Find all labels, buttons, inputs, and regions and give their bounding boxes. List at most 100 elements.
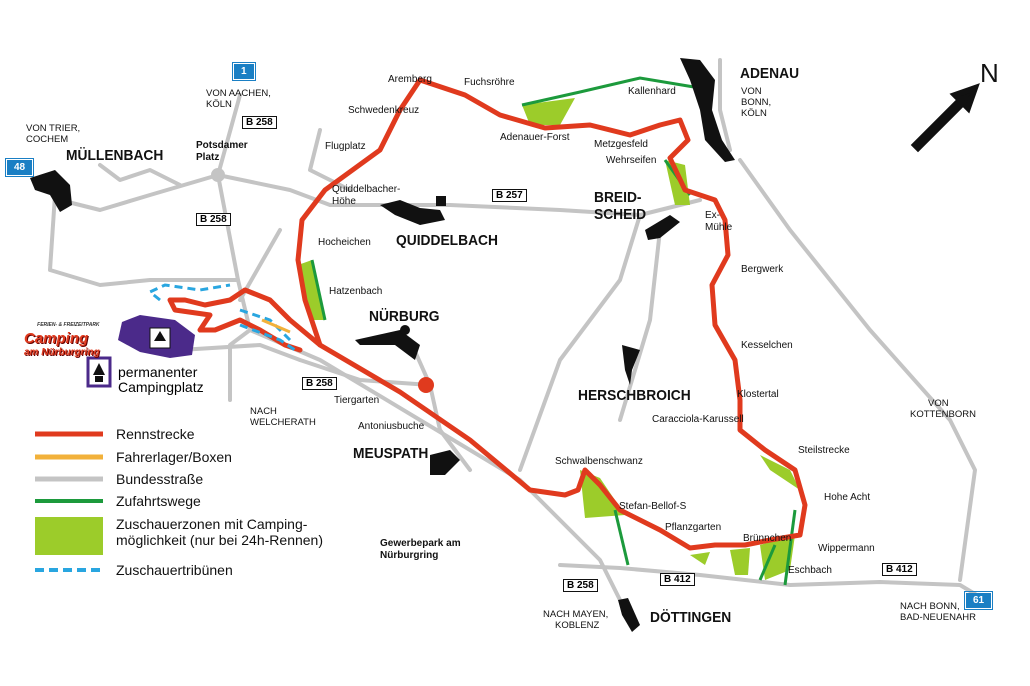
roads <box>48 58 987 622</box>
direction-label: KÖLN <box>741 108 767 119</box>
town-herschbroich: HERSCHBROICH <box>578 387 691 404</box>
place-label: Bergwerk <box>741 264 784 275</box>
legend-label: Zuschauertribünen <box>116 562 233 578</box>
place-label: Wehrseifen <box>606 155 657 166</box>
direction-label: VON <box>741 86 762 97</box>
potsdamer-platz-roundabout <box>211 168 225 182</box>
legend-label: Zuschauerzonen mit Camping- <box>116 516 308 532</box>
legend-label: Bundesstraße <box>116 471 204 487</box>
legend-access-road: Zufahrtswege <box>116 493 201 509</box>
north-arrow-icon <box>910 83 980 153</box>
legend-label: möglichkeit (nur bei 24h-Rennen) <box>116 532 323 548</box>
tent-icon <box>154 331 166 341</box>
race-track <box>167 77 808 551</box>
place-label: Metzgesfeld <box>594 139 648 150</box>
town-nuerburg: NÜRBURG <box>369 308 440 325</box>
direction-label: VON <box>928 398 949 409</box>
direction-label: KOTTENBORN <box>910 409 976 420</box>
legend-label: Fahrerlager/Boxen <box>116 449 232 465</box>
motorway-a48: 48 <box>4 158 35 177</box>
place-label: Pflanzgarten <box>665 522 722 533</box>
direction-label: COCHEM <box>26 134 69 145</box>
place-label: Hatzenbach <box>329 286 383 297</box>
legend-track: Rennstrecke <box>116 426 195 442</box>
place-label: Wippermann <box>818 543 875 554</box>
direction-label: KOBLENZ <box>555 620 600 631</box>
motorway-a61: 61 <box>963 591 994 610</box>
track-marker <box>418 377 434 393</box>
place-label: Klostertal <box>737 389 779 400</box>
town-doettingen: DÖTTINGEN <box>650 609 732 626</box>
road-shield-b412: B 412 <box>882 563 917 576</box>
camping-logo: FERIEN- & FREIZEITPARK Camping am Nürbur… <box>24 318 100 360</box>
direction-label: KÖLN <box>206 99 232 110</box>
place-label: Flugplatz <box>325 141 366 152</box>
place-label: Antoniusbuche <box>358 421 425 432</box>
road-shield-b258: B 258 <box>196 213 231 226</box>
place-label: Mühle <box>705 222 733 233</box>
place-label: Quiddelbacher- <box>332 184 401 195</box>
logo-text: am Nürburgring <box>24 347 100 358</box>
direction-label: NACH <box>250 406 277 417</box>
place-label: Schwedenkreuz <box>348 105 420 116</box>
place-label: Caracciola-Karussell <box>652 414 744 425</box>
paddock <box>261 318 291 334</box>
direction-label: WELCHERATH <box>250 417 316 428</box>
place-label: Tiergarten <box>334 395 380 406</box>
business-park-label: Nürburgring <box>380 550 439 561</box>
legend-federal-road: Bundesstraße <box>116 471 203 487</box>
motorway-a1: 1 <box>232 62 256 81</box>
place-label: Eschbach <box>788 565 832 576</box>
place-label: Höhe <box>332 196 356 207</box>
direction-label: VON TRIER, <box>26 123 81 134</box>
direction-label: NACH MAYEN, <box>543 609 609 620</box>
town-meuspath: MEUSPATH <box>353 445 429 462</box>
access-roads <box>310 76 797 586</box>
place-label: Platz <box>196 152 220 163</box>
place-label: Hocheichen <box>318 237 371 248</box>
road-shield-b258: B 258 <box>242 116 277 129</box>
town-breidscheid-2: SCHEID <box>594 206 647 223</box>
town-shapes <box>30 58 735 632</box>
place-label: Fuchsröhre <box>464 77 515 88</box>
direction-label: NACH BONN, <box>900 601 960 612</box>
logo-text: FERIEN- & FREIZEITPARK <box>37 322 100 328</box>
town-quiddelbach: QUIDDELBACH <box>396 232 498 249</box>
north-label: N <box>980 58 999 88</box>
road-shield-b258: B 258 <box>302 377 337 390</box>
tent-icon <box>93 363 105 375</box>
place-label: Hohe Acht <box>824 492 871 503</box>
direction-label: VON AACHEN, <box>206 88 271 99</box>
camping-legend-line: Campingplatz <box>118 379 204 395</box>
road-shield-b257: B 257 <box>492 189 527 202</box>
place-label: Steilstrecke <box>798 445 850 456</box>
place-label: Kallenhard <box>628 86 676 97</box>
legend-spectator-zone: Zuschauerzonen mit Camping-möglichkeit (… <box>116 516 323 548</box>
logo-text: Camping <box>24 330 89 347</box>
town-adenau: ADENAU <box>740 65 800 82</box>
place-label: Schwalbenschwanz <box>555 456 643 467</box>
place-label: Ex- <box>705 210 720 221</box>
direction-label: BAD-NEUENAHR <box>900 612 977 623</box>
camping-legend-line: permanenter <box>118 364 198 380</box>
business-park-label: Gewerbepark am <box>380 538 461 549</box>
legend-label: Zufahrtswege <box>116 493 201 509</box>
road-shield-b412: B 412 <box>660 573 695 586</box>
place-label: Stefan-Bellof-S <box>619 501 687 512</box>
direction-label: BONN, <box>741 97 772 108</box>
legend-grandstand: Zuschauertribünen <box>116 562 233 578</box>
caravan-icon <box>95 376 103 382</box>
camping-legend-label: permanenter Campingplatz <box>118 365 204 395</box>
town-breidscheid-1: BREID- <box>594 189 642 206</box>
place-label: Aremberg <box>388 74 432 85</box>
legend-paddock: Fahrerlager/Boxen <box>116 449 232 465</box>
legend-swatches <box>35 431 103 572</box>
legend-label: Rennstrecke <box>116 426 195 442</box>
place-label: Brünnchen <box>743 533 792 544</box>
grandstands <box>147 283 296 352</box>
place-label: Adenauer-Forst <box>500 132 570 143</box>
road-shield-b258: B 258 <box>563 579 598 592</box>
place-label: Potsdamer <box>196 140 248 151</box>
